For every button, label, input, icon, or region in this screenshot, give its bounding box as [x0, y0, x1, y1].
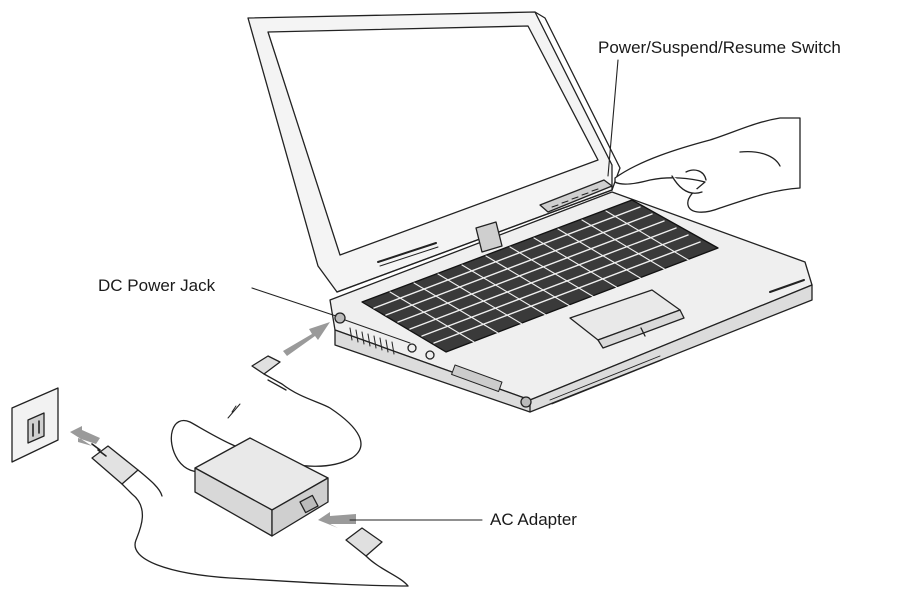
- leader-lines: [251, 59, 619, 521]
- side-ports: [344, 319, 503, 392]
- label-dc-jack: DC Power Jack: [98, 276, 216, 295]
- button-strip: [539, 179, 613, 213]
- arrow-to-dc-jack: [283, 322, 330, 356]
- laptop: [247, 11, 813, 413]
- dc-jack-port: [334, 312, 346, 324]
- arrow-to-outlet: [70, 426, 100, 446]
- dc-plug: [251, 355, 362, 467]
- ac-wall-plug: [91, 443, 409, 587]
- label-power-switch: Power/Suspend/Resume Switch: [598, 38, 841, 57]
- leader-dc-jack: [251, 287, 337, 317]
- leader-power-switch: [607, 59, 619, 177]
- cable-dc: [170, 419, 271, 473]
- label-ac-adapter: AC Adapter: [490, 510, 577, 529]
- hand: [614, 117, 801, 213]
- swivel-hinge: [475, 221, 503, 253]
- wall-outlet: [11, 387, 59, 463]
- ac-adapter-brick: [194, 437, 329, 537]
- arrow-to-adapter: [318, 512, 356, 528]
- laptop-screen: [267, 25, 599, 256]
